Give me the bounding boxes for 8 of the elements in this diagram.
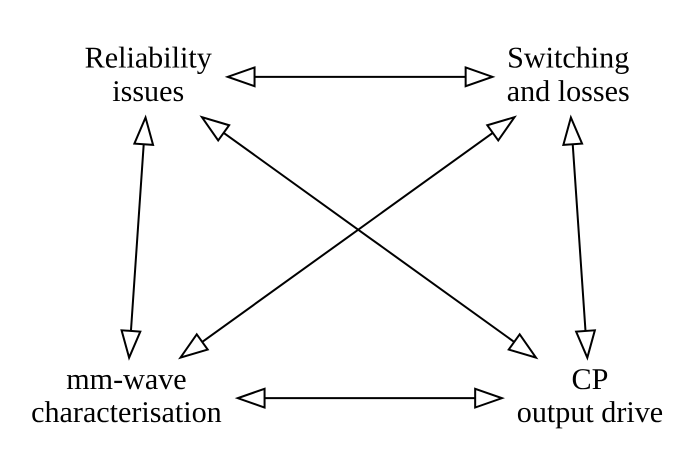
node-text: mm-wave characterisation [31,361,222,429]
node-text: Reliability issues [84,40,212,108]
node-text: Switching and losses [506,40,630,108]
node-text: CP output drive [516,361,664,429]
arrow [234,386,505,408]
arrow [120,114,154,360]
arrow [562,114,596,360]
arrow [224,66,496,88]
